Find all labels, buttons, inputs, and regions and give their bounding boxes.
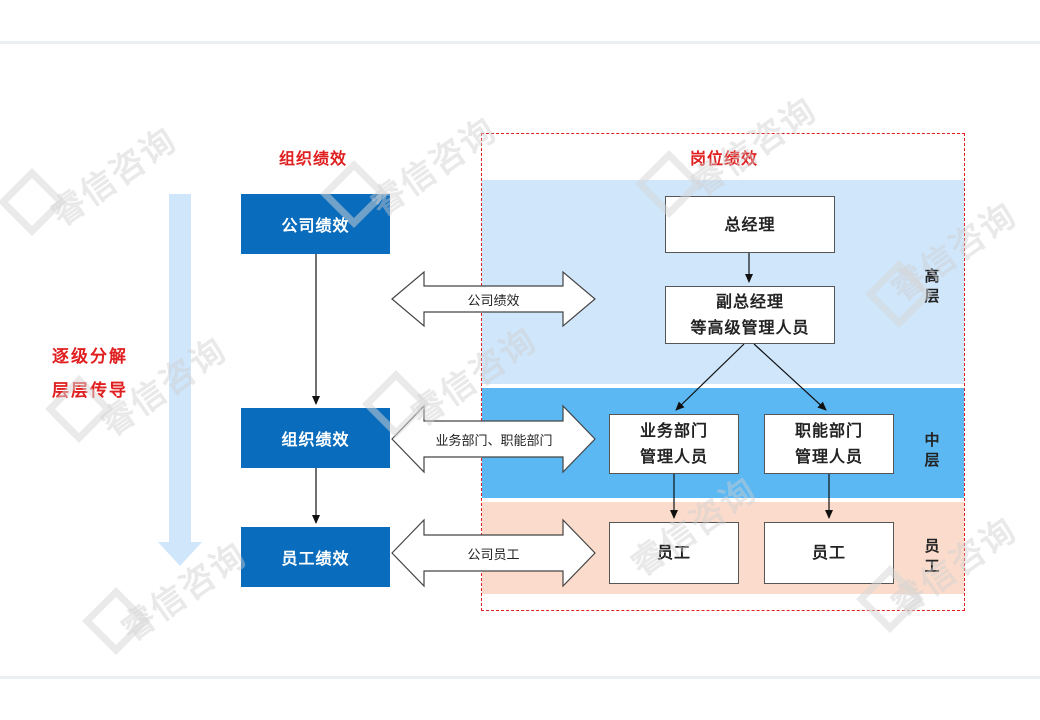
staff-a-label: 员工 (656, 543, 691, 562)
position-performance-header: 岗位绩效 (690, 149, 759, 168)
vp-to-func-line (753, 343, 827, 411)
top-arrow-label: 公司绩效 (467, 294, 520, 309)
bottom-double-arrow (391, 518, 596, 588)
business-managers-box: 业务部门 管理人员 (609, 414, 739, 474)
position-performance-frame (481, 133, 965, 611)
bottom-arrow-label: 公司员工 (467, 548, 520, 563)
middle-double-arrow (391, 404, 596, 474)
vice-gm-box: 副总经理 等高级管理人员 (665, 286, 835, 344)
top-double-arrow (391, 270, 596, 328)
functional-managers-line2: 管理人员 (794, 447, 863, 466)
business-managers-line1: 业务部门 (639, 421, 708, 440)
organization-performance-box: 组织绩效 (241, 408, 390, 468)
middle-arrow-label: 业务部门、职能部门 (435, 434, 553, 449)
cascade-arrow (158, 194, 202, 566)
business-managers-line2: 管理人员 (639, 447, 708, 466)
vp-to-biz-line (675, 343, 745, 411)
bottom-divider (0, 676, 1040, 679)
side-note-line1: 逐级分解 (52, 347, 128, 367)
general-manager-box: 总经理 (665, 196, 835, 253)
staff-box-a: 员工 (609, 522, 739, 584)
staff-box-b: 员工 (764, 522, 894, 584)
employee-performance-box: 员工绩效 (241, 527, 390, 587)
functional-managers-box: 职能部门 管理人员 (764, 414, 894, 474)
vice-gm-line1: 副总经理 (715, 292, 784, 311)
side-note: 逐级分解 层层传导 (52, 340, 128, 408)
org-performance-header: 组织绩效 (279, 149, 348, 168)
vice-gm-line2: 等高级管理人员 (690, 318, 810, 337)
functional-managers-line1: 职能部门 (794, 421, 863, 440)
layer-label-mid: 中层 (924, 431, 940, 469)
company-performance-box: 公司绩效 (241, 194, 390, 254)
top-divider (0, 41, 1040, 44)
staff-b-label: 员工 (811, 543, 846, 562)
layer-label-staff: 员工 (924, 537, 940, 575)
side-note-line2: 层层传导 (52, 381, 128, 401)
general-manager-label: 总经理 (724, 214, 776, 234)
layer-label-high: 高层 (924, 267, 940, 305)
